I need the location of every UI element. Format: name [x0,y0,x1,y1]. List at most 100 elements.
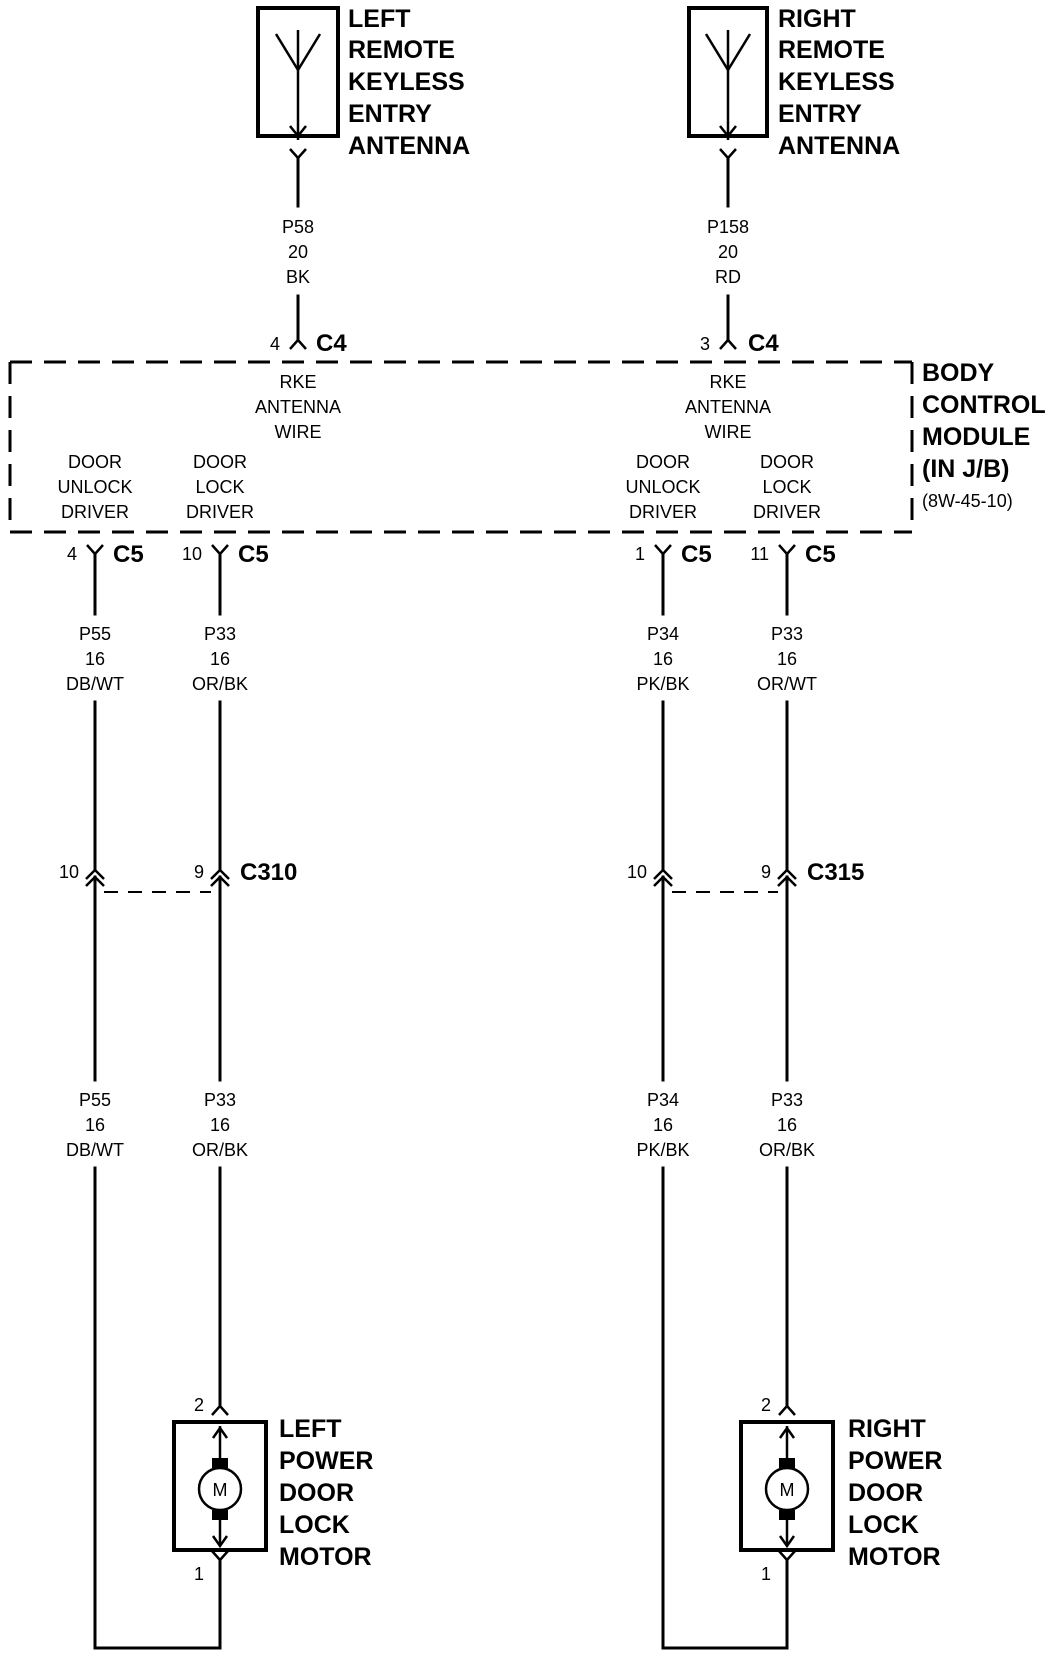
c4-right-pin: 3 [700,334,710,354]
c310-pin-left: 10 [59,862,79,882]
right-antenna-label-1: RIGHT [778,5,856,33]
right-motor-label-3: DOOR [848,1479,923,1507]
motor-icon: M [197,1425,243,1549]
body-control-module: BODY CONTROL MODULE (IN J/B) (8W-45-10) … [8,359,1046,534]
c4-left-terminal [288,338,308,351]
wire-p55-bot-gauge: 16 [85,1115,105,1135]
left-motor-pin-top: 2 [194,1395,204,1415]
wire-p33-right-bot-gauge: 16 [777,1115,797,1135]
wire-p34-top-color: PK/BK [636,674,689,694]
lock-right-label-2: LOCK [762,477,811,497]
right-motor-box [739,1420,835,1552]
wire-p58-gauge: 20 [288,242,308,262]
right-motor-pin-bottom: 1 [761,1564,771,1584]
left-antenna-label-5: ANTENNA [348,132,470,160]
c5-d-pin: 11 [750,544,769,564]
c315-pin-right: 9 [761,862,771,882]
bcm-label-4: (IN J/B) [922,455,1010,483]
antenna-icon [704,30,752,140]
c5-c-name: C5 [681,541,712,568]
motor-icon: M [764,1425,810,1549]
bcm-reference: (8W-45-10) [922,491,1013,511]
bcm-label-1: BODY [922,359,995,387]
wire-p33-left-bot-gauge: 16 [210,1115,230,1135]
left-motor-pin2-terminal [210,1404,230,1417]
wire-p158-color: RD [715,267,741,287]
wire-p158-circuit: P158 [707,217,749,237]
wire-p33-left-top-color: OR/BK [192,674,248,694]
right-motor-pin1-terminal [777,1549,797,1562]
left-antenna-label-2: REMOTE [348,36,455,64]
c310-pin-right: 9 [194,862,204,882]
rke-left-label-3: WIRE [275,422,322,442]
wire-p158-gauge: 20 [718,242,738,262]
right-motor-label-2: POWER [848,1447,942,1475]
right-door-lock-motor: M RIGHT POWER DOOR LOCK MOTOR [739,1415,942,1571]
wire-p33-right-bot-color: OR/BK [759,1140,815,1160]
right-antenna-label-3: KEYLESS [778,68,895,96]
left-motor-label-3: DOOR [279,1479,354,1507]
c5-b-pin: 10 [182,544,202,564]
c315-pin-left: 10 [627,862,647,882]
left-antenna-label-3: KEYLESS [348,68,465,96]
left-antenna-label-1: LEFT [348,5,411,33]
rke-left-label-2: ANTENNA [255,397,341,417]
c315-name: C315 [807,859,864,886]
wire-p55-top-circuit: P55 [79,624,111,644]
c4-right-name: C4 [748,330,779,357]
right-motor-pin-top: 2 [761,1395,771,1415]
rke-left-label-1: RKE [279,372,316,392]
wire-p33-right-bot-circuit: P33 [771,1090,803,1110]
rke-right-label-2: ANTENNA [685,397,771,417]
bcm-label-2: CONTROL [922,391,1046,419]
c5-d-name: C5 [805,541,836,568]
wire-p33-left-top-circuit: P33 [204,624,236,644]
c5-a-pin: 4 [67,544,77,564]
right-motor-label-1: RIGHT [848,1415,926,1443]
bcm-label-3: MODULE [922,423,1030,451]
wire-p33-right-top-gauge: 16 [777,649,797,669]
wire-p58-circuit: P58 [282,217,314,237]
wire-p34-top-circuit: P34 [647,624,679,644]
right-antenna-label-2: REMOTE [778,36,885,64]
c5-a-name: C5 [113,541,144,568]
antenna-icon [274,30,322,140]
c4-right-terminal [718,338,738,351]
wire-p55-to-motor [93,1166,222,1650]
unlock-right-label-3: DRIVER [629,502,697,522]
c4-left-name: C4 [316,330,347,357]
right-motor-symbol: M [780,1480,795,1500]
lock-right-label-3: DRIVER [753,502,821,522]
left-antenna-label-4: ENTRY [348,100,432,128]
wire-p55-bot-color: DB/WT [66,1140,124,1160]
lock-right-label-1: DOOR [760,452,814,472]
wire-p58-color: BK [286,267,310,287]
left-motor-pin-bottom: 1 [194,1564,204,1584]
left-motor-label-1: LEFT [279,1415,342,1443]
unlock-left-label-2: UNLOCK [57,477,132,497]
c4-left-pin: 4 [270,334,280,354]
right-antenna-label-5: ANTENNA [778,132,900,160]
c310-name: C310 [240,859,297,886]
wire-p33-left-bot-circuit: P33 [204,1090,236,1110]
lock-left-label-1: DOOR [193,452,247,472]
right-motor-label-5: MOTOR [848,1543,941,1571]
wire-p33-right-top-color: OR/WT [757,674,817,694]
unlock-right-label-2: UNLOCK [625,477,700,497]
wire-p34-to-motor [661,1166,789,1650]
wire-p55-top-gauge: 16 [85,649,105,669]
left-motor-label-5: MOTOR [279,1543,372,1571]
c5-c-pin: 1 [635,544,645,564]
unlock-left-label-1: DOOR [68,452,122,472]
right-antenna-label-4: ENTRY [778,100,862,128]
right-motor-pin2-terminal [777,1404,797,1417]
left-rke-antenna: LEFT REMOTE KEYLESS ENTRY ANTENNA [256,5,470,160]
wire-p33-right-top-circuit: P33 [771,624,803,644]
left-motor-box [172,1420,268,1552]
wire-p33-left-bot-color: OR/BK [192,1140,248,1160]
left-motor-label-4: LOCK [279,1511,350,1539]
rke-right-label-3: WIRE [705,422,752,442]
lock-left-label-3: DRIVER [186,502,254,522]
unlock-left-label-3: DRIVER [61,502,129,522]
